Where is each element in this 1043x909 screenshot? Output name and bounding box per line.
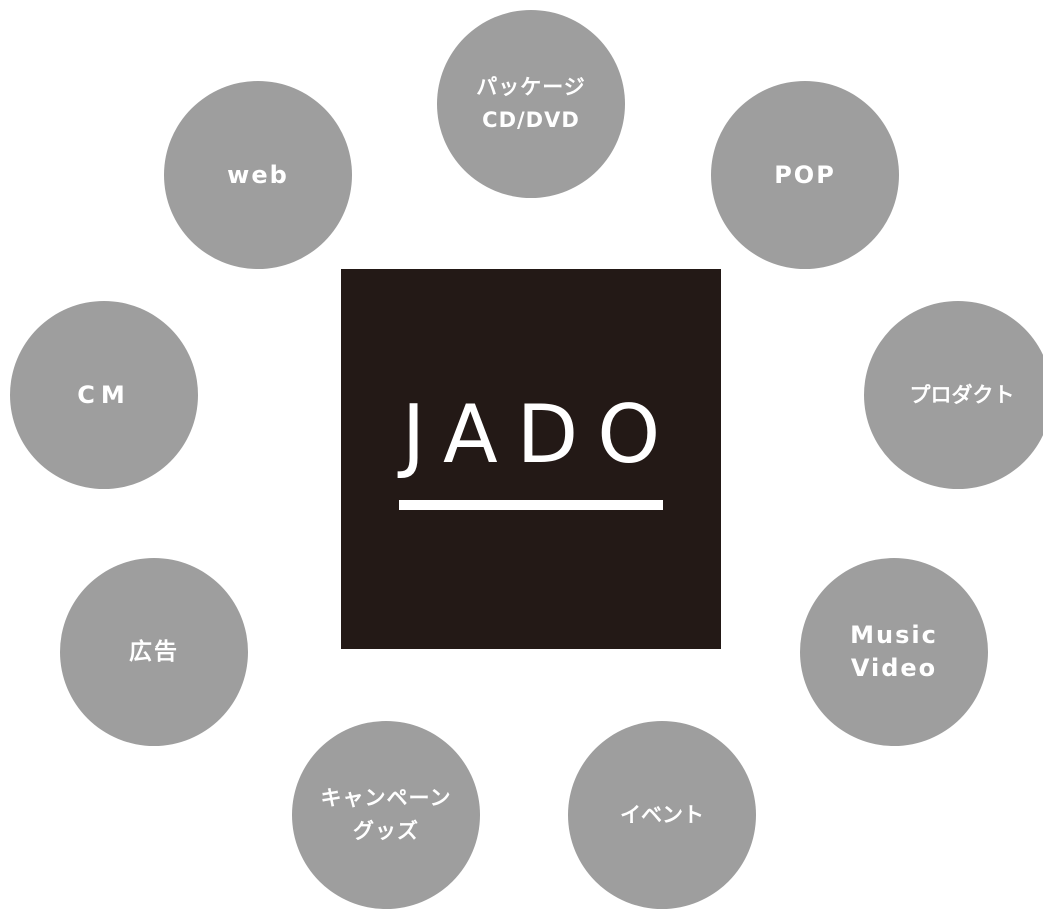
service-circle-package: パッケージ CD/DVD: [437, 10, 625, 198]
service-label-campaign-goods: キャンペーン グッズ: [321, 782, 452, 848]
service-label-cm: CM: [77, 380, 131, 409]
jado-logo-text: JADO: [401, 388, 680, 481]
service-label-music-video: Music Video: [850, 619, 938, 685]
jado-logo-underline: [399, 500, 663, 510]
service-label-campaign-goods-line1: キャンペーン: [320, 786, 452, 810]
service-circle-pop: POP: [711, 81, 899, 269]
service-label-music-video-line2: Video: [850, 654, 938, 682]
service-label-package: パッケージ CD/DVD: [476, 71, 586, 137]
service-label-package-line1: パッケージ: [476, 75, 586, 99]
service-label-advertising: 広告: [129, 638, 179, 665]
service-label-music-video-line1: Music: [850, 621, 938, 649]
service-circle-music-video: Music Video: [800, 558, 988, 746]
service-label-campaign-goods-line2: グッズ: [352, 819, 419, 843]
service-circle-advertising: 広告: [60, 558, 248, 746]
jado-logo-box: JADO: [341, 269, 721, 649]
service-label-package-line2: CD/DVD: [482, 108, 580, 132]
service-label-event: イベント: [620, 802, 704, 827]
service-label-pop: POP: [774, 160, 836, 189]
service-circle-web: web: [164, 81, 352, 269]
service-circle-product: プロダクト: [864, 301, 1043, 489]
service-label-web: web: [227, 160, 289, 189]
service-circle-campaign-goods: キャンペーン グッズ: [292, 721, 480, 909]
service-circle-cm: CM: [10, 301, 198, 489]
service-circle-event: イベント: [568, 721, 756, 909]
service-label-product: プロダクト: [909, 382, 1015, 407]
